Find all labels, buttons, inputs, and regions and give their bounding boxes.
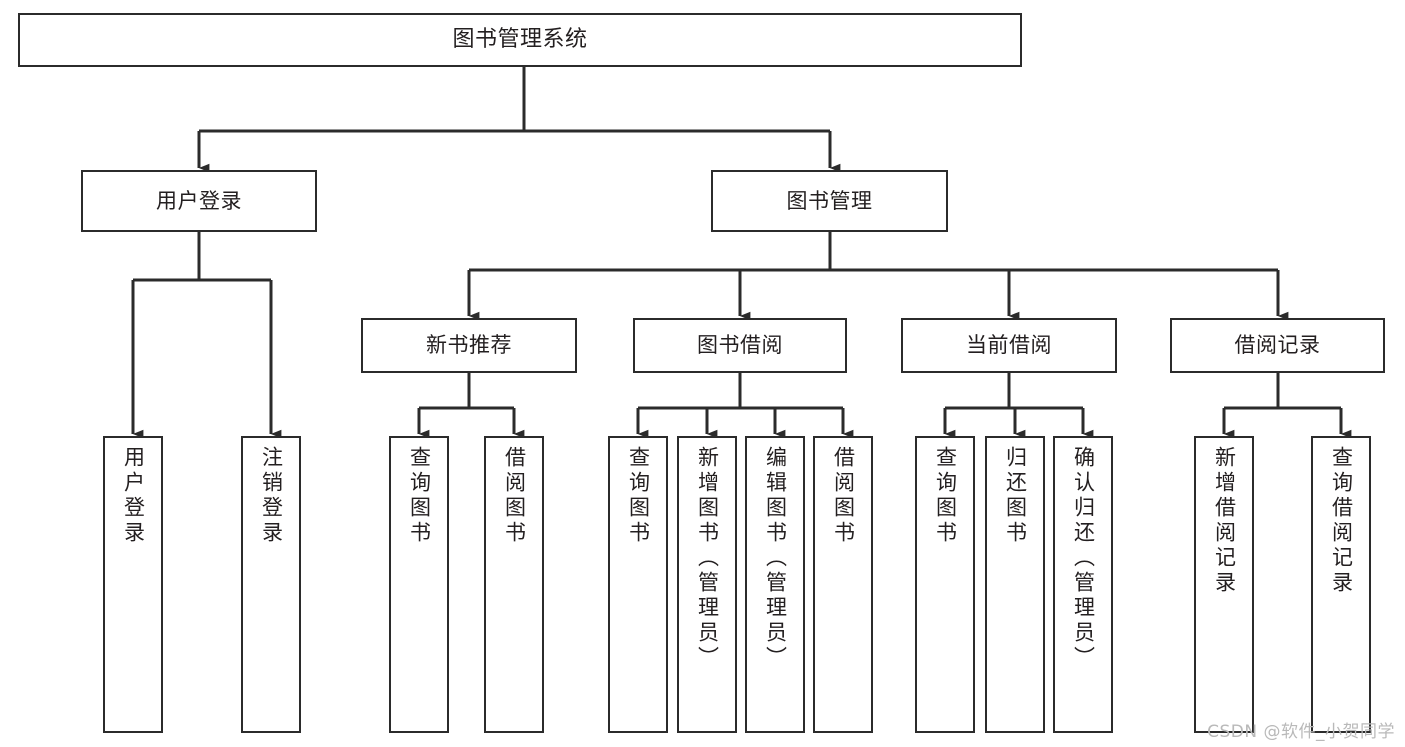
- node-label: 借阅图书: [502, 446, 527, 546]
- node-borrow-records[interactable]: 借阅记录: [1170, 318, 1385, 373]
- watermark-text: CSDN @软件_小贺同学: [1207, 722, 1395, 742]
- leaf-current-borrow-return-books[interactable]: 归还图书: [985, 436, 1045, 733]
- node-label: 图书管理: [786, 188, 873, 213]
- node-label: 查询图书: [626, 446, 651, 546]
- leaf-current-borrow-confirm-return-admin[interactable]: 确认归还（管理员）: [1053, 436, 1113, 733]
- node-new-book-recommendation[interactable]: 新书推荐: [361, 318, 577, 373]
- node-root-book-management-system[interactable]: 图书管理系统: [18, 13, 1022, 67]
- node-user-login[interactable]: 用户登录: [81, 170, 317, 232]
- node-label: 借阅图书: [831, 446, 856, 546]
- leaf-user-login-login[interactable]: 用户登录: [103, 436, 163, 733]
- leaf-book-borrow-query-books[interactable]: 查询图书: [608, 436, 668, 733]
- node-label: 编辑图书（管理员）: [763, 446, 788, 671]
- leaf-book-borrow-add-book-admin[interactable]: 新增图书（管理员）: [677, 436, 737, 733]
- node-label: 图书借阅: [697, 333, 783, 358]
- node-label: 用户登录: [156, 188, 242, 213]
- node-book-management[interactable]: 图书管理: [711, 170, 948, 232]
- leaf-book-borrow-edit-book-admin[interactable]: 编辑图书（管理员）: [745, 436, 805, 733]
- leaf-current-borrow-query-books[interactable]: 查询图书: [915, 436, 975, 733]
- node-label: 新书推荐: [426, 333, 512, 358]
- leaf-user-login-logout[interactable]: 注销登录: [241, 436, 301, 733]
- node-label: 用户登录: [121, 446, 146, 546]
- node-label: 查询图书: [933, 446, 958, 546]
- leaf-book-borrow-borrow-books[interactable]: 借阅图书: [813, 436, 873, 733]
- leaf-borrow-record-add-record[interactable]: 新增借阅记录: [1194, 436, 1254, 733]
- node-label: 当前借阅: [966, 333, 1052, 358]
- leaf-borrow-record-query-record[interactable]: 查询借阅记录: [1311, 436, 1371, 733]
- node-label: 查询借阅记录: [1329, 446, 1354, 596]
- leaf-new-book-borrow-books[interactable]: 借阅图书: [484, 436, 544, 733]
- leaf-new-book-query-books[interactable]: 查询图书: [389, 436, 449, 733]
- node-label: 借阅记录: [1234, 333, 1321, 358]
- node-label: 查询图书: [407, 446, 432, 546]
- node-label: 新增图书（管理员）: [695, 446, 720, 671]
- node-label: 新增借阅记录: [1212, 446, 1237, 596]
- node-label: 归还图书: [1003, 446, 1028, 546]
- node-current-borrowing[interactable]: 当前借阅: [901, 318, 1117, 373]
- node-book-borrowing[interactable]: 图书借阅: [633, 318, 847, 373]
- node-label: 注销登录: [259, 446, 284, 546]
- node-label: 图书管理系统: [452, 27, 588, 53]
- node-label: 确认归还（管理员）: [1071, 446, 1096, 671]
